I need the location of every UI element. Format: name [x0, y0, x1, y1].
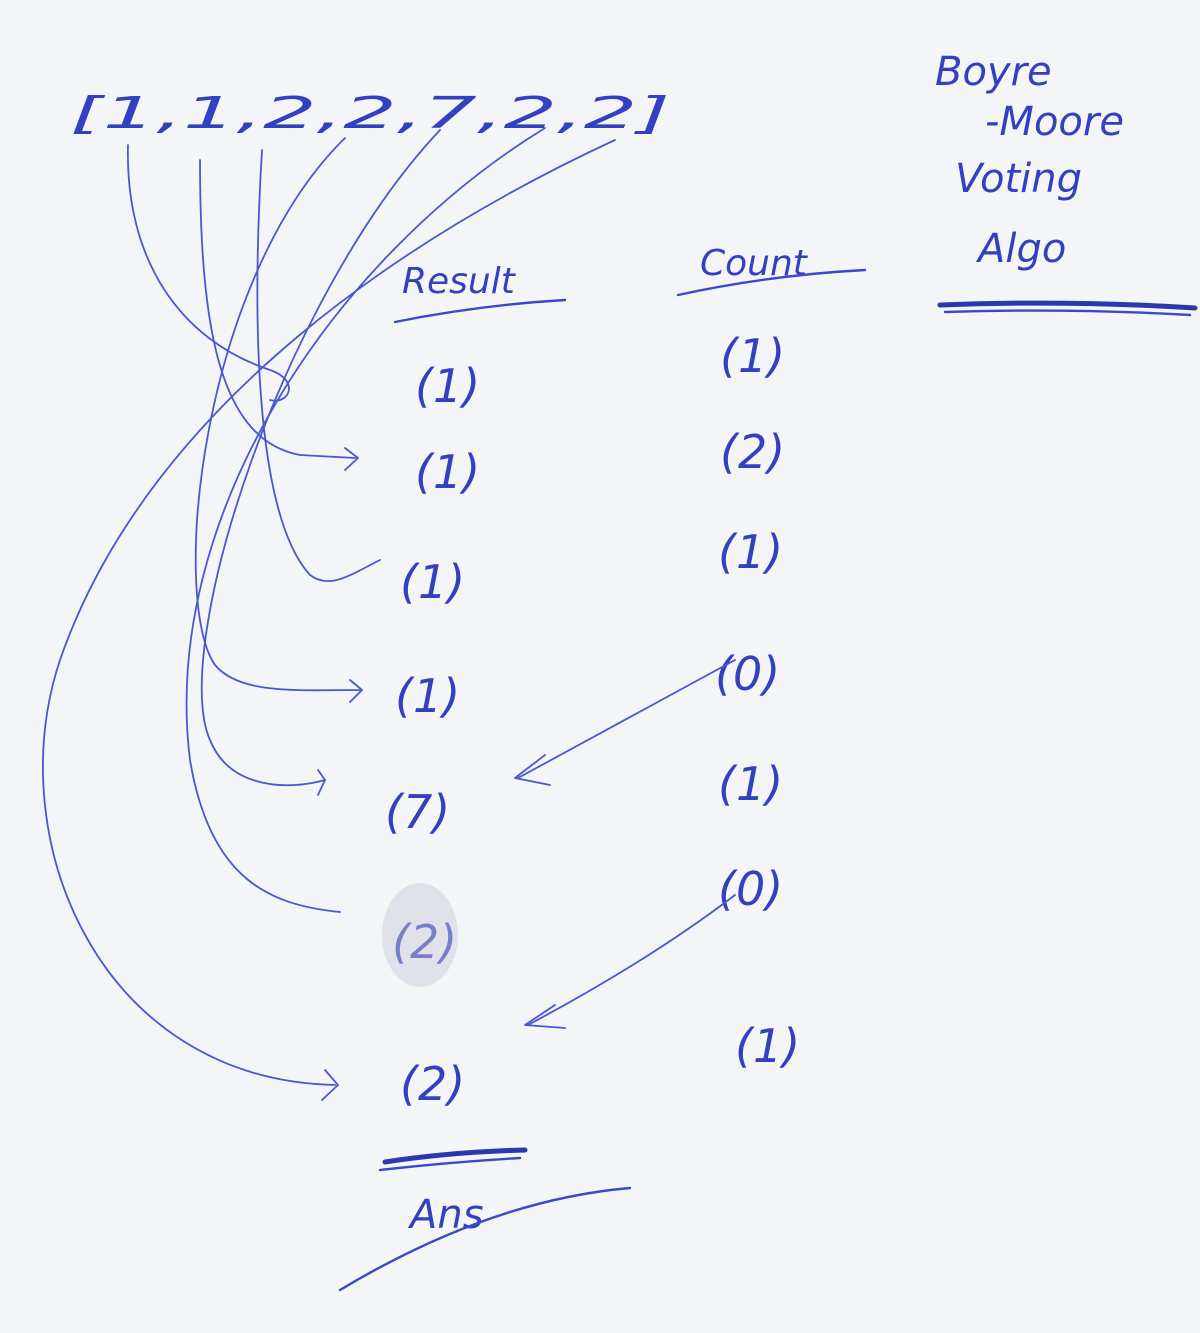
- array-text: [1,1,2,2,7,2,2]: [70, 88, 670, 139]
- arrow-element-5: [200, 129, 441, 787]
- smudge-mark: [382, 883, 458, 987]
- reset-arrow-2-head: [524, 1004, 566, 1029]
- result-value: (1): [400, 555, 465, 609]
- result-value: (7): [385, 785, 450, 839]
- count-value: (1): [720, 329, 785, 383]
- arrow-element-3: [256, 149, 381, 583]
- arrow-head-2: [344, 447, 359, 471]
- answer-label: Ans: [407, 1192, 484, 1238]
- count-value: (0): [715, 647, 780, 701]
- answer-underline-2: [378, 1156, 522, 1172]
- algorithm-title-line-2: -Moore: [985, 99, 1124, 145]
- result-value: (2): [392, 915, 457, 969]
- result-value: (1): [415, 359, 480, 413]
- answer-strike: [338, 1186, 632, 1292]
- count-value: (2): [720, 425, 785, 479]
- result-header-underline: [393, 298, 567, 324]
- count-value: (1): [718, 525, 783, 579]
- count-value: (1): [735, 1019, 800, 1073]
- count-header-underline: [676, 268, 867, 297]
- result-value: (1): [395, 669, 460, 723]
- algorithm-title-underline: [937, 300, 1198, 311]
- answer-underline: [382, 1147, 528, 1165]
- count-value: (1): [718, 757, 783, 811]
- algorithm-title-underline-2: [943, 309, 1192, 317]
- arrow-head-5: [317, 769, 326, 796]
- arrow-element-1: [127, 144, 290, 402]
- reset-arrow-2: [527, 894, 736, 1026]
- arrow-element-6: [185, 127, 546, 913]
- reset-arrow-1-head: [514, 754, 551, 786]
- result-value: (2): [400, 1057, 465, 1111]
- arrow-head-7: [321, 1069, 339, 1101]
- algorithm-title-line-1: Boyre: [935, 49, 1052, 95]
- count-value: (0): [718, 862, 783, 916]
- count-header: Count: [700, 243, 809, 284]
- algorithm-title-line-4: Algo: [975, 226, 1066, 272]
- result-value: (1): [415, 445, 480, 499]
- reset-arrow-1: [517, 659, 736, 779]
- arrow-head-4: [349, 679, 363, 703]
- arrow-element-7: [42, 139, 616, 1086]
- algorithm-title-line-3: Voting: [955, 156, 1082, 202]
- result-header: Result: [402, 261, 517, 302]
